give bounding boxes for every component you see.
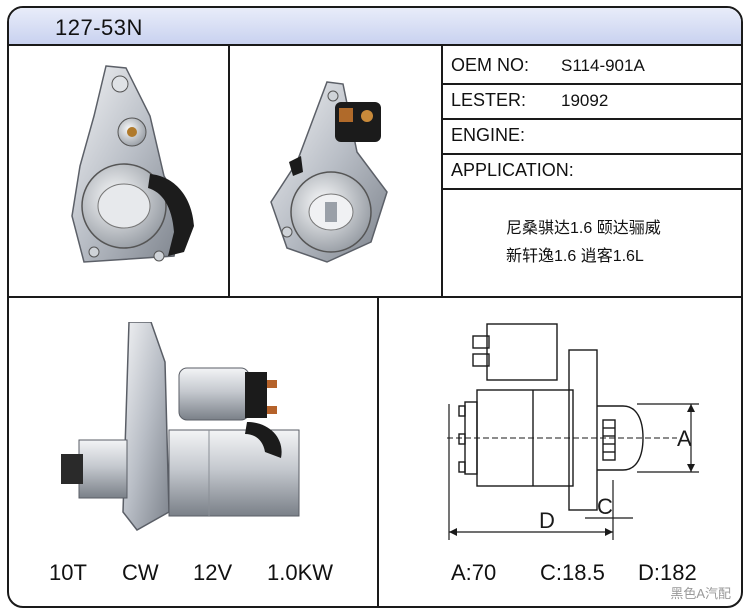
divider xyxy=(441,188,741,190)
starter-rear-photo xyxy=(71,65,194,263)
oem-value: S114-901A xyxy=(561,56,645,75)
divider xyxy=(441,44,443,298)
dimension-c: C:18.5 xyxy=(540,560,605,585)
dim-d-label: D xyxy=(539,508,555,533)
title-bar: 127-53N xyxy=(9,8,741,46)
divider xyxy=(228,44,230,298)
voltage: 12V xyxy=(193,560,233,585)
dim-a-label: A xyxy=(677,426,692,451)
product-card: 127-53N OEM NO: S114-901A LESTER: 19092 … xyxy=(7,6,743,608)
watermark: 黑色A汽配 xyxy=(670,586,731,601)
engine-label: ENGINE: xyxy=(451,125,526,145)
divider xyxy=(441,118,741,120)
rotation-direction: CW xyxy=(122,560,159,585)
starter-side-photo xyxy=(61,322,300,531)
dimension-drawing: A C D xyxy=(447,323,699,540)
lester-label: LESTER: xyxy=(451,90,527,110)
application-line-2: 新轩逸1.6 逍客1.6L xyxy=(506,248,644,265)
lester-value: 19092 xyxy=(561,91,609,110)
dim-c-label: C xyxy=(597,494,613,519)
divider xyxy=(377,296,379,606)
divider xyxy=(9,296,741,298)
oem-label: OEM NO: xyxy=(451,55,530,75)
teeth-count: 10T xyxy=(49,560,87,585)
application-line-1: 尼桑骐达1.6 颐达骊威 xyxy=(506,220,661,237)
dimension-d: D:182 xyxy=(638,560,697,585)
divider xyxy=(441,153,741,155)
application-label: APPLICATION: xyxy=(451,160,574,180)
dimension-a: A:70 xyxy=(451,560,497,585)
power-rating: 1.0KW xyxy=(267,560,334,585)
divider xyxy=(441,83,741,85)
starter-front-photo xyxy=(270,81,388,263)
part-number-title: 127-53N xyxy=(55,15,143,40)
